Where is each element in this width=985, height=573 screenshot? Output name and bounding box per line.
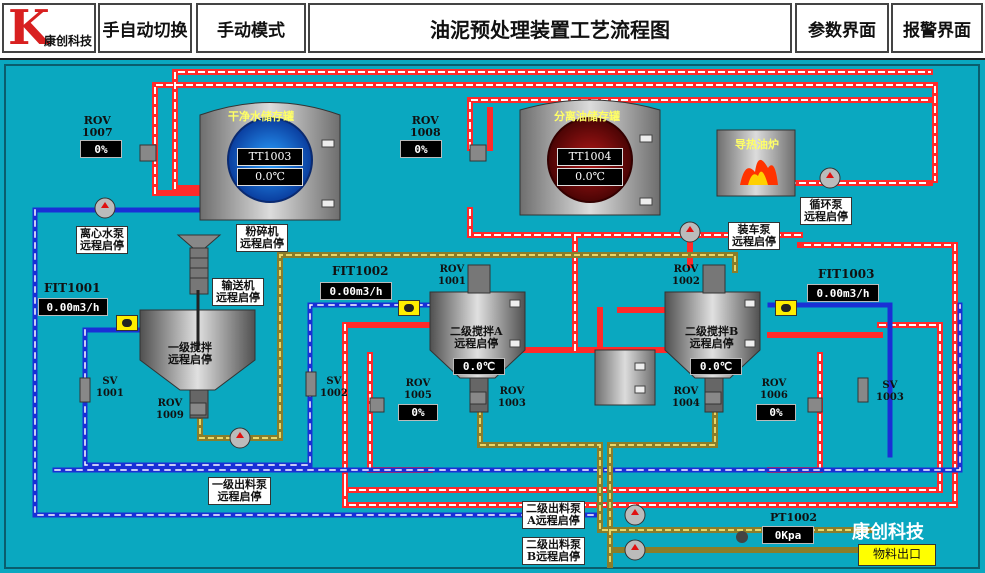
sv1003-label: SV 1003	[876, 380, 904, 403]
fit1003-tag: FIT1003	[818, 267, 875, 281]
rov1008-value[interactable]: 0%	[400, 140, 442, 158]
sv1002-label: SV 1002	[320, 376, 348, 399]
flowmeter-fit1001-icon	[116, 315, 138, 331]
flowmeter-fit1003-icon	[775, 300, 797, 316]
tt1004-value: 0.0℃	[557, 168, 623, 186]
header-bar: K 康创科技 手自动切换 手动模式 油泥预处理装置工艺流程图 参数界面 报警界面	[0, 0, 985, 60]
page-title: 油泥预处理装置工艺流程图	[308, 3, 792, 53]
pipe-network	[32, 69, 963, 568]
tt1004-tag: TT1004	[557, 148, 623, 166]
secondary-mixer-a-label[interactable]: 二级搅拌A 远程启停	[450, 325, 503, 350]
primary-outlet-pump-label[interactable]: 一级出料泵 远程启停	[208, 477, 271, 505]
fit1003-value: 0.00m3/h	[807, 284, 879, 302]
manual-mode-button[interactable]: 手动模式	[196, 3, 306, 53]
secondary-pump-a-label[interactable]: 二级出料泵 A远程启停	[522, 501, 585, 529]
secondary-mixer-b-label[interactable]: 二级搅拌B 远程启停	[685, 325, 739, 350]
process-canvas: 干净水储存罐 TT1003 0.0℃ 分离油储存罐 TT1004 0.0℃ 导热…	[0, 60, 985, 573]
process-panel	[4, 64, 980, 569]
logo-text: 康创科技	[43, 34, 92, 48]
fit1002-value: 0.00m3/h	[320, 282, 392, 300]
crusher-label[interactable]: 粉碎机 远程启停	[236, 224, 288, 252]
tt1003-value: 0.0℃	[237, 168, 303, 186]
fit1001-tag: FIT1001	[44, 281, 101, 295]
logo-letter: K	[8, 3, 50, 53]
fit1002-tag: FIT1002	[332, 264, 389, 278]
watermark-text: 康创科技	[852, 522, 924, 543]
auto-manual-switch-button[interactable]: 手自动切换	[98, 3, 192, 53]
pt1002-tag: PT1002	[770, 511, 818, 524]
rov1002-label: ROV 1002	[672, 264, 700, 287]
rov1008-label: ROV 1008	[410, 114, 441, 139]
rov1001-label: ROV 1001	[438, 264, 466, 287]
conveyor-label[interactable]: 输送机 远程启停	[212, 278, 264, 306]
rov1006-value[interactable]: 0%	[756, 404, 796, 421]
rov1007-label: ROV 1007	[82, 114, 113, 139]
secondary-pump-b-label[interactable]: 二级出料泵 B远程启停	[522, 537, 585, 565]
rov1007-value[interactable]: 0%	[80, 140, 122, 158]
separated-oil-tank-title: 分离油储存罐	[554, 110, 620, 123]
alarms-button[interactable]: 报警界面	[891, 3, 983, 53]
clean-water-tank-title: 干净水储存罐	[228, 110, 294, 123]
tt1003-tag: TT1003	[237, 148, 303, 166]
rov1003-label: ROV 1003	[498, 386, 526, 409]
fit1001-value: 0.00m3/h	[38, 298, 108, 316]
rov1006-label: ROV 1006	[760, 378, 788, 401]
loading-pump-label[interactable]: 装车泵 远程启停	[728, 222, 780, 250]
pt1002-value: 0Kpa	[762, 526, 814, 544]
company-logo: K 康创科技	[2, 3, 96, 53]
mixer-b-temp: 0.0℃	[690, 358, 742, 375]
flowmeter-fit1002-icon	[398, 300, 420, 316]
centrifugal-pump-label[interactable]: 离心水泵 远程启停	[76, 226, 128, 254]
furnace-title: 导热油炉	[735, 138, 779, 151]
parameters-button[interactable]: 参数界面	[795, 3, 889, 53]
sv1001-label: SV 1001	[96, 376, 124, 399]
primary-mixer-label[interactable]: 一级搅拌 远程启停	[168, 341, 212, 366]
rov1009-label: ROV 1009	[156, 398, 184, 421]
rov1005-value[interactable]: 0%	[398, 404, 438, 421]
material-outlet-label: 物料出口	[858, 544, 936, 566]
rov1005-label: ROV 1005	[404, 378, 432, 401]
rov1004-label: ROV 1004	[672, 386, 700, 409]
circulation-pump-label[interactable]: 循环泵 远程启停	[800, 197, 852, 225]
mixer-a-temp: 0.0℃	[453, 358, 505, 375]
